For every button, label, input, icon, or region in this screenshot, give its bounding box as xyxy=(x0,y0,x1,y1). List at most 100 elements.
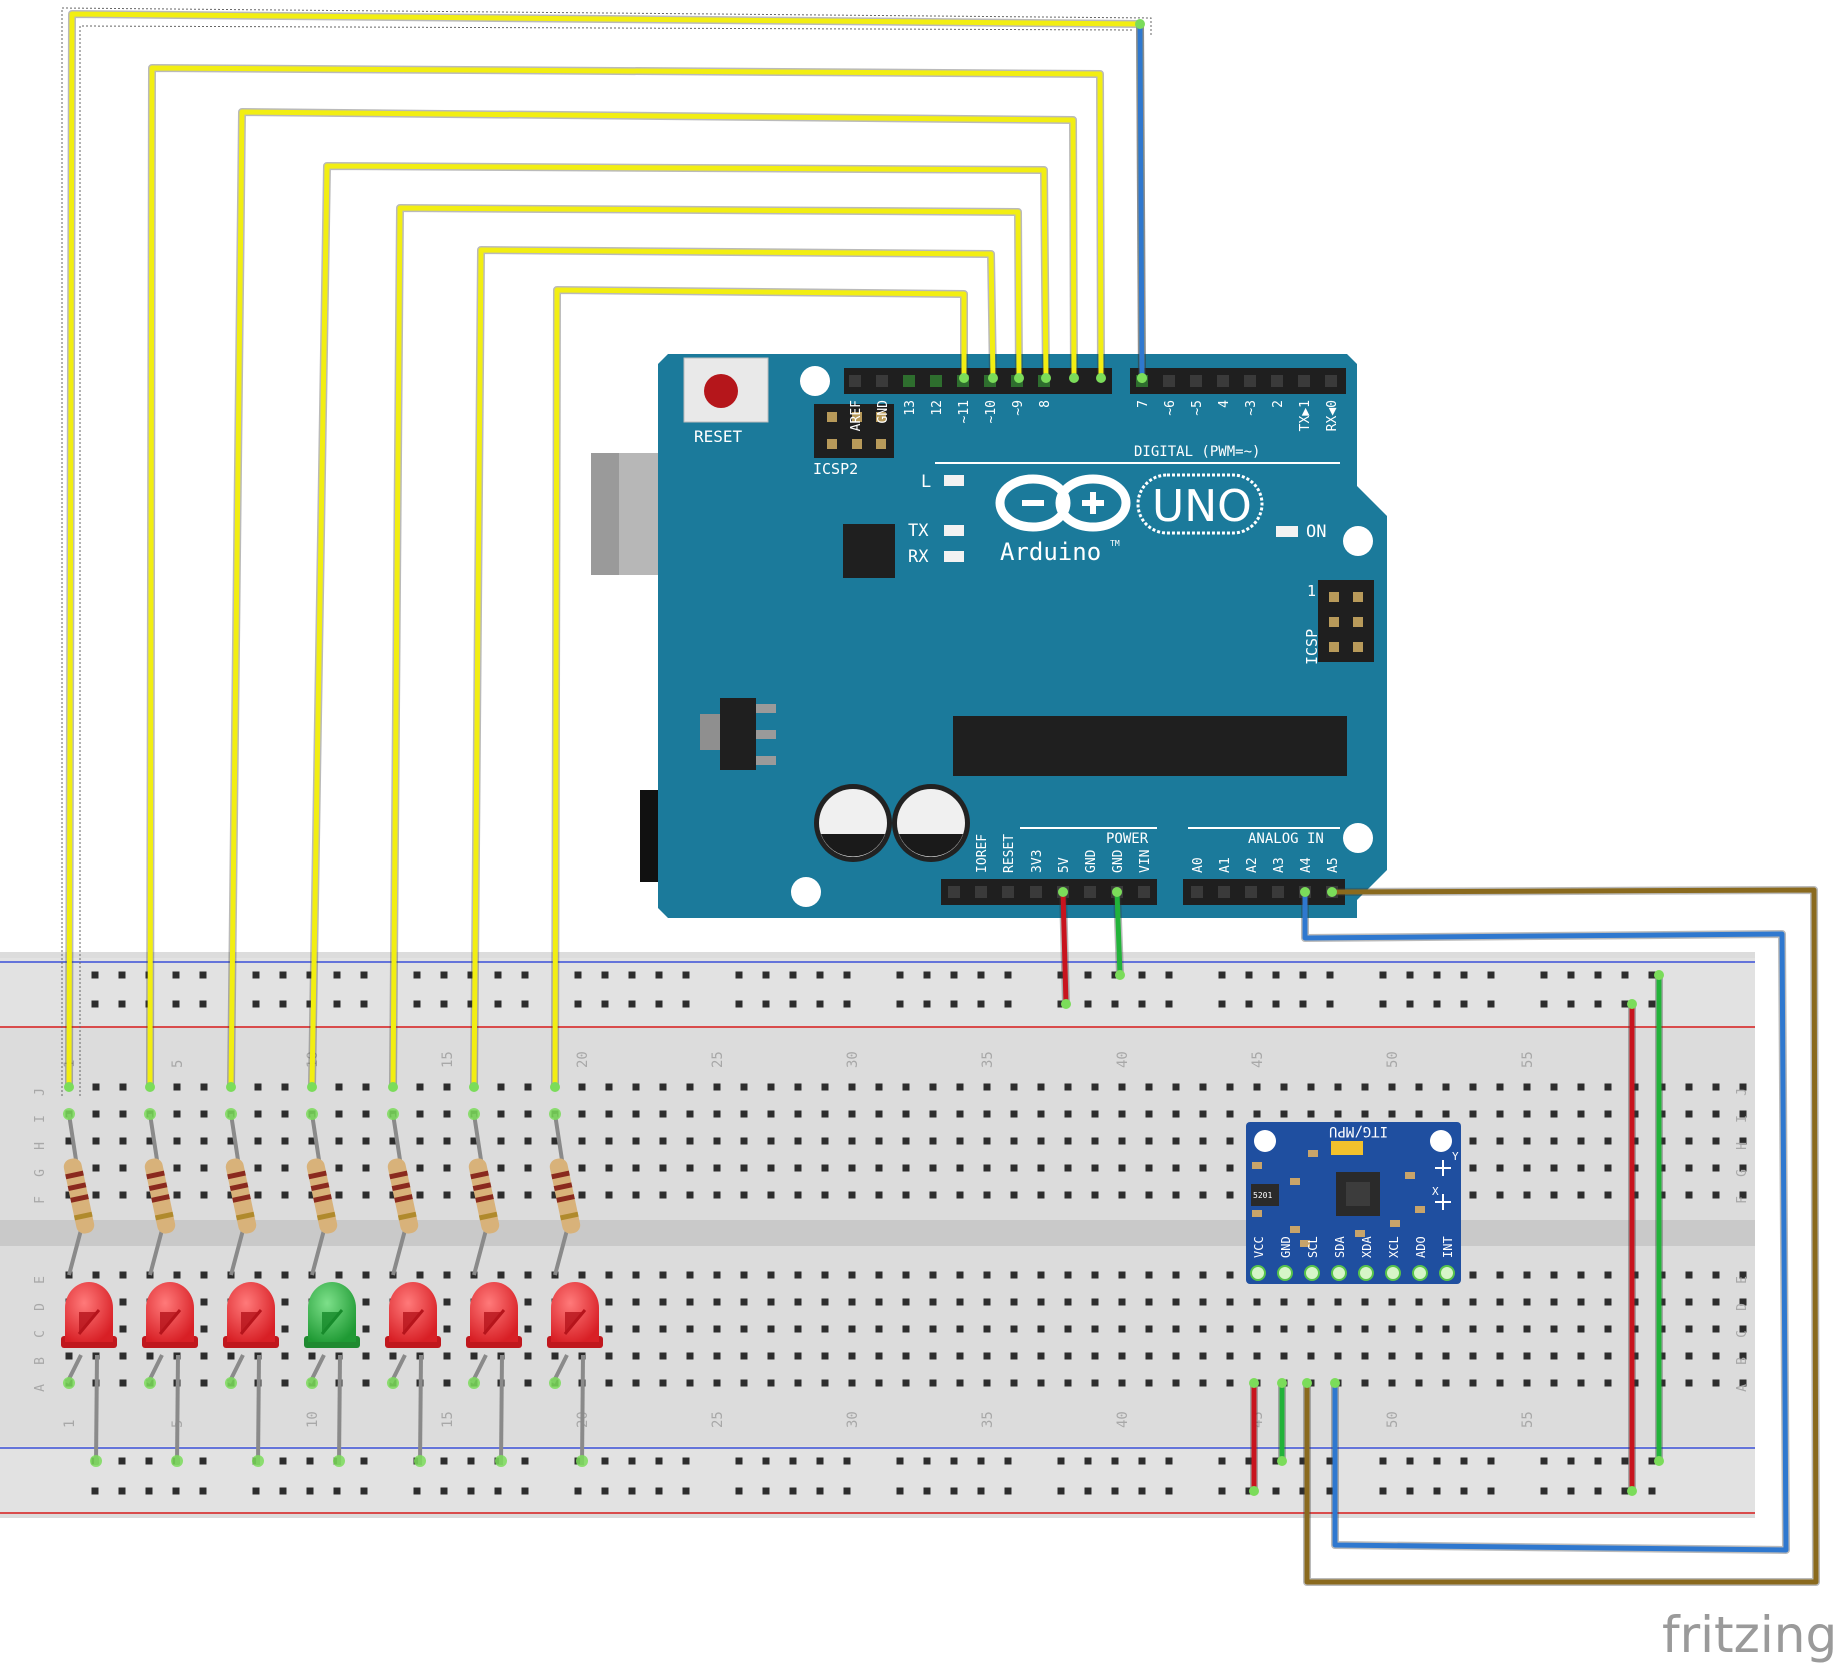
breadboard-rail-hole[interactable] xyxy=(1379,1457,1387,1465)
breadboard-hole[interactable] xyxy=(1037,1137,1045,1145)
breadboard-hole[interactable] xyxy=(875,1083,883,1091)
breadboard-hole[interactable] xyxy=(362,1164,370,1172)
mpu-pin[interactable] xyxy=(1304,1265,1320,1281)
breadboard-rail-hole[interactable] xyxy=(333,1487,341,1495)
breadboard-hole[interactable] xyxy=(929,1325,937,1333)
breadboard-hole[interactable] xyxy=(875,1379,883,1387)
breadboard-hole[interactable] xyxy=(929,1083,937,1091)
breadboard-hole[interactable] xyxy=(1010,1164,1018,1172)
breadboard-rail-hole[interactable] xyxy=(601,1487,609,1495)
breadboard-rail-hole[interactable] xyxy=(1084,1487,1092,1495)
breadboard-hole[interactable] xyxy=(686,1164,694,1172)
icsp2-pin[interactable] xyxy=(827,439,837,449)
breadboard-hole[interactable] xyxy=(983,1379,991,1387)
breadboard-hole[interactable] xyxy=(686,1137,694,1145)
breadboard-hole[interactable] xyxy=(659,1325,667,1333)
breadboard-hole[interactable] xyxy=(1712,1379,1720,1387)
icsp2-pin[interactable] xyxy=(876,412,886,422)
breadboard-rail-hole[interactable] xyxy=(172,971,180,979)
breadboard-hole[interactable] xyxy=(902,1271,910,1279)
breadboard-hole[interactable] xyxy=(1091,1325,1099,1333)
breadboard-hole[interactable] xyxy=(1658,1191,1666,1199)
digital-pin-socket[interactable] xyxy=(1190,375,1202,387)
breadboard-hole[interactable] xyxy=(929,1110,937,1118)
breadboard-hole[interactable] xyxy=(956,1325,964,1333)
breadboard-rail-hole[interactable] xyxy=(1594,971,1602,979)
breadboard-hole[interactable] xyxy=(1469,1298,1477,1306)
breadboard-rail-hole[interactable] xyxy=(1487,1000,1495,1008)
breadboard-rail-hole[interactable] xyxy=(1326,1487,1334,1495)
breadboard-hole[interactable] xyxy=(1685,1191,1693,1199)
breadboard-rail-hole[interactable] xyxy=(1272,1487,1280,1495)
breadboard-hole[interactable] xyxy=(956,1352,964,1360)
breadboard-hole[interactable] xyxy=(1712,1164,1720,1172)
breadboard-hole[interactable] xyxy=(740,1379,748,1387)
breadboard-hole[interactable] xyxy=(1685,1379,1693,1387)
breadboard-hole[interactable] xyxy=(497,1110,505,1118)
breadboard-hole[interactable] xyxy=(1496,1110,1504,1118)
breadboard-hole[interactable] xyxy=(1442,1298,1450,1306)
breadboard-rail-hole[interactable] xyxy=(843,971,851,979)
breadboard-hole[interactable] xyxy=(1739,1379,1747,1387)
breadboard-rail-hole[interactable] xyxy=(279,971,287,979)
breadboard-hole[interactable] xyxy=(1064,1325,1072,1333)
breadboard-hole[interactable] xyxy=(1172,1379,1180,1387)
breadboard-hole[interactable] xyxy=(281,1352,289,1360)
breadboard-hole[interactable] xyxy=(1091,1137,1099,1145)
breadboard-hole[interactable] xyxy=(1280,1083,1288,1091)
breadboard-hole[interactable] xyxy=(1685,1110,1693,1118)
breadboard-hole[interactable] xyxy=(605,1271,613,1279)
breadboard-hole[interactable] xyxy=(1739,1271,1747,1279)
breadboard-hole[interactable] xyxy=(1658,1137,1666,1145)
breadboard-hole[interactable] xyxy=(524,1325,532,1333)
breadboard-hole[interactable] xyxy=(794,1352,802,1360)
breadboard-rail-hole[interactable] xyxy=(467,1457,475,1465)
breadboard-hole[interactable] xyxy=(956,1271,964,1279)
breadboard-hole[interactable] xyxy=(1145,1083,1153,1091)
breadboard-hole[interactable] xyxy=(1442,1352,1450,1360)
breadboard-hole[interactable] xyxy=(1685,1164,1693,1172)
breadboard-hole[interactable] xyxy=(1118,1110,1126,1118)
breadboard-hole[interactable] xyxy=(443,1110,451,1118)
breadboard-hole[interactable] xyxy=(1442,1083,1450,1091)
breadboard-hole[interactable] xyxy=(173,1164,181,1172)
breadboard-hole[interactable] xyxy=(1172,1271,1180,1279)
breadboard-rail-hole[interactable] xyxy=(574,1487,582,1495)
breadboard-hole[interactable] xyxy=(1037,1271,1045,1279)
breadboard-hole[interactable] xyxy=(1226,1110,1234,1118)
breadboard-hole[interactable] xyxy=(1631,1164,1639,1172)
breadboard-hole[interactable] xyxy=(92,1271,100,1279)
breadboard-hole[interactable] xyxy=(1739,1352,1747,1360)
breadboard-hole[interactable] xyxy=(146,1191,154,1199)
breadboard-hole[interactable] xyxy=(1658,1164,1666,1172)
breadboard-hole[interactable] xyxy=(416,1271,424,1279)
breadboard-hole[interactable] xyxy=(1604,1352,1612,1360)
breadboard-rail-hole[interactable] xyxy=(816,1000,824,1008)
breadboard-hole[interactable] xyxy=(1469,1191,1477,1199)
breadboard-hole[interactable] xyxy=(1550,1191,1558,1199)
breadboard-rail-hole[interactable] xyxy=(440,1487,448,1495)
breadboard-hole[interactable] xyxy=(686,1083,694,1091)
breadboard-hole[interactable] xyxy=(1118,1271,1126,1279)
breadboard-hole[interactable] xyxy=(740,1083,748,1091)
breadboard-rail-hole[interactable] xyxy=(118,1457,126,1465)
breadboard-hole[interactable] xyxy=(1091,1352,1099,1360)
breadboard-rail-hole[interactable] xyxy=(896,1457,904,1465)
breadboard-hole[interactable] xyxy=(1739,1164,1747,1172)
breadboard-rail-hole[interactable] xyxy=(1138,1487,1146,1495)
breadboard-rail-hole[interactable] xyxy=(762,971,770,979)
breadboard-hole[interactable] xyxy=(524,1164,532,1172)
breadboard-hole[interactable] xyxy=(929,1379,937,1387)
breadboard-hole[interactable] xyxy=(1577,1083,1585,1091)
breadboard-rail-hole[interactable] xyxy=(1540,1000,1548,1008)
breadboard-rail-hole[interactable] xyxy=(977,1000,985,1008)
breadboard-rail-hole[interactable] xyxy=(199,1457,207,1465)
breadboard-hole[interactable] xyxy=(1523,1164,1531,1172)
breadboard-hole[interactable] xyxy=(1523,1298,1531,1306)
breadboard-hole[interactable] xyxy=(443,1325,451,1333)
breadboard-hole[interactable] xyxy=(1550,1137,1558,1145)
breadboard-hole[interactable] xyxy=(1712,1325,1720,1333)
breadboard-hole[interactable] xyxy=(902,1352,910,1360)
breadboard-hole[interactable] xyxy=(1064,1379,1072,1387)
breadboard-rail-hole[interactable] xyxy=(252,971,260,979)
